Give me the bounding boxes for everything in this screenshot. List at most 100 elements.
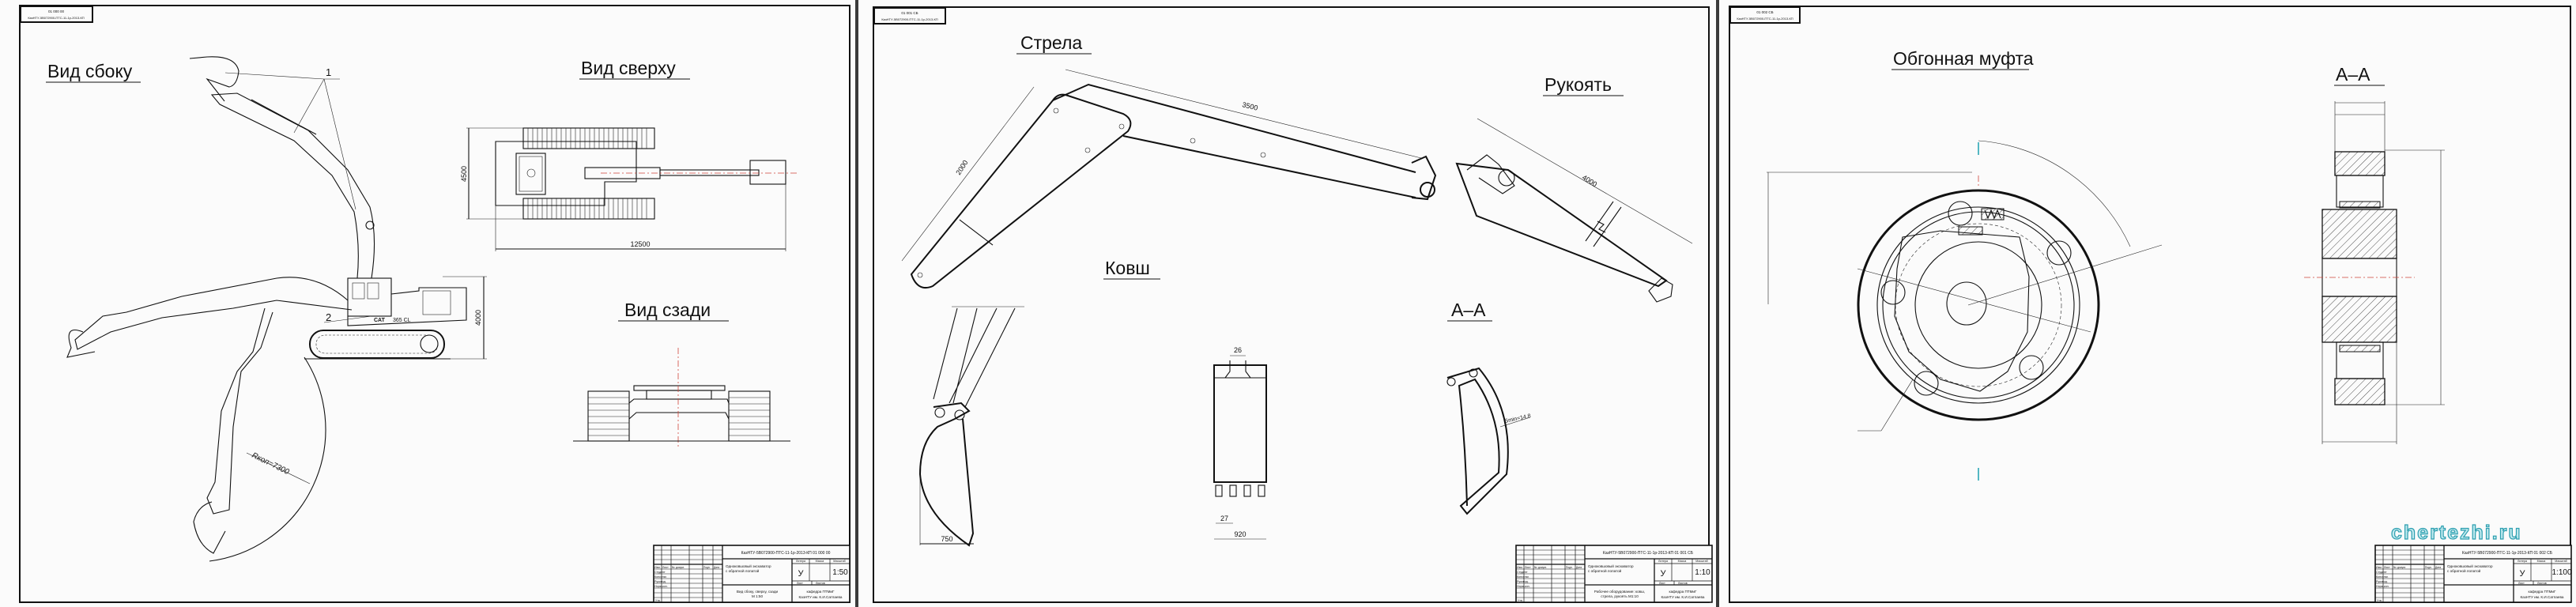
section-heading: А–А [2336, 64, 2370, 85]
stamp-code: 01 001 СБ [901, 11, 918, 15]
label-list: Лист [1525, 566, 1531, 569]
hub [1914, 241, 2042, 369]
stamp-doc: КазНТУ-5В072900-ПТС-11-1р-2013-КП [28, 16, 84, 20]
stamp-doc: КазНТУ-5В072900-ПТС-11-1р-2013-КП [1737, 17, 1793, 21]
swing-ring [646, 390, 712, 400]
retainer [2339, 345, 2381, 353]
outer-race-section [2334, 378, 2386, 405]
cab-window [367, 282, 379, 300]
upper-structure-plan [495, 141, 637, 206]
digging-radius-label: Rкоп=7300 [251, 451, 291, 477]
sheet-1-canvas: 01 000 00 КазНТУ-5В072900-ПТС-11-1р-2013… [19, 5, 850, 603]
pin-hole-icons [917, 107, 1266, 278]
track-shoes [527, 128, 647, 219]
raised-boom [210, 92, 375, 279]
cam-star [1894, 230, 2030, 392]
drawing-sheet-general-views: 01 000 00 КазНТУ-5В072900-ПТС-11-1р-2013… [0, 0, 855, 607]
counterweight-inner [519, 156, 543, 192]
title-block: КазНТУ-5В072900-ПТС-11-1р-2013-КП 01 001… [1515, 545, 1713, 603]
label-izm: Изм. [2376, 566, 2382, 569]
label-norm-control: Норм.кон. [1517, 585, 1530, 588]
clutch-rollers [1880, 201, 2072, 396]
track-width-dimension: 4500 [460, 166, 468, 182]
bucket-pin [954, 409, 965, 420]
tooth-gap-dimension: 26 [1234, 346, 1242, 354]
rear-view-excavator [573, 348, 790, 449]
bucket-teeth [1215, 484, 1265, 497]
label-supervisor: Руковод. [2376, 580, 2388, 583]
digging-radius-arc [209, 356, 326, 562]
pin [365, 221, 375, 230]
top-view-excavator: 4500 12500 [460, 127, 798, 251]
section-heading: А–А [1451, 300, 1486, 320]
bucket-section-profile [1446, 367, 1509, 515]
track-shoes [588, 397, 770, 436]
label-approved: Утв. [1518, 599, 1523, 602]
dimension-line [901, 86, 1035, 262]
label-supervisor: Руковод. [1517, 580, 1529, 583]
digging-bucket [193, 501, 226, 554]
clutch-heading: Обгонная муфта [1893, 48, 2034, 69]
sheet-2-canvas: 01 001 СБ КазНТУ-5В072900-ПТС-11-1р-2013… [873, 6, 1713, 603]
sheet-stamp: 01 000 00 КазНТУ-5В072900-ПТС-11-1р-2013… [20, 6, 93, 23]
department-line-1: кафедра ПТМиГ [807, 590, 835, 594]
engine-grille [422, 290, 451, 315]
litera-value: У [1661, 569, 1667, 579]
bucket-pin [1469, 368, 1478, 378]
radius-leader [246, 452, 311, 484]
litera-header: Литера [1658, 560, 1668, 563]
scale-header: Масштаб [1695, 560, 1707, 563]
sheet-title-line-1: Вид сбоку, сверху, сзади [737, 590, 779, 594]
sheet-3-canvas: 01 002 СБ КазНТУ-5В072900-ПТС-11-1р-2013… [1729, 6, 2572, 603]
stick-pivot [1498, 169, 1515, 187]
leader-line [1499, 417, 1531, 428]
shaft-bore [1946, 281, 1987, 326]
label-signature: Подп. [1566, 566, 1573, 569]
product-name-line-2: с обратной лопатой [1588, 568, 1622, 573]
stamp-box [20, 6, 93, 23]
digging-stick [206, 307, 273, 515]
department-line-2: КазНТУ им. К.И.Сатпаева [1661, 595, 1705, 599]
title-block: КазНТУ-5В072900-ПТС-11-1р-2013-КП 01 000… [653, 545, 850, 603]
section-line [1857, 268, 2091, 333]
wall-thickness-label: Smin=14.8 [1504, 413, 1531, 424]
bucket-pin [1446, 377, 1456, 386]
bucket-front-view: 26 27 920 [1213, 346, 1267, 540]
bucket-plan [749, 160, 786, 185]
product-name-line-1: Одноковшовый экскаватор [726, 564, 771, 568]
rear-track-left [587, 390, 630, 442]
bucket-depth-dimension: 750 [941, 535, 952, 543]
label-list: Лист [2384, 566, 2390, 569]
leader-line [224, 72, 325, 80]
sheet-title-line-2: стрела, рукоять М1:10 [1601, 594, 1639, 598]
label-consultant: Консульт. [2376, 575, 2389, 579]
label-date: Дата [1576, 566, 1582, 569]
side-view-excavator: 1 Rкоп=7300 CAT 365 CL 2 4000 [66, 56, 487, 562]
spring-icon [1984, 209, 2001, 220]
track-top [522, 127, 655, 149]
hub-section [2321, 209, 2397, 259]
stick-body [1455, 162, 1668, 288]
cab [347, 277, 392, 317]
leader-line [293, 78, 325, 134]
bucket-width-dimension: 920 [1234, 530, 1246, 538]
bucket-pin [934, 407, 945, 418]
litera-header: Литера [2518, 560, 2527, 563]
label-izm: Изм. [654, 566, 661, 569]
sheet-header: Лист [2518, 582, 2525, 585]
sheets-header: Листов [2537, 582, 2547, 585]
label-date: Дата [2435, 566, 2441, 569]
rear-track-right [728, 390, 771, 442]
break-line [1585, 201, 1622, 247]
document-code: КазНТУ-5В072900-ПТС-11-1р-2013-КП 01 002… [2462, 551, 2553, 556]
pitch-circle [1895, 223, 2062, 387]
bucket-section-view: Smin=14.8 [1446, 367, 1531, 515]
label-signature: Подп. [703, 566, 711, 569]
label-student: Студент [654, 571, 666, 574]
bucket-side-view: 750 [918, 306, 1024, 547]
inner-ring [1882, 211, 2075, 399]
stamp-code: 01 002 СБ [1756, 10, 1773, 14]
stick-plan [659, 169, 760, 176]
document-code: КазНТУ-5В072900-ПТС-11-1р-2013-КП 01 000… [741, 551, 831, 556]
carbody [628, 398, 730, 420]
